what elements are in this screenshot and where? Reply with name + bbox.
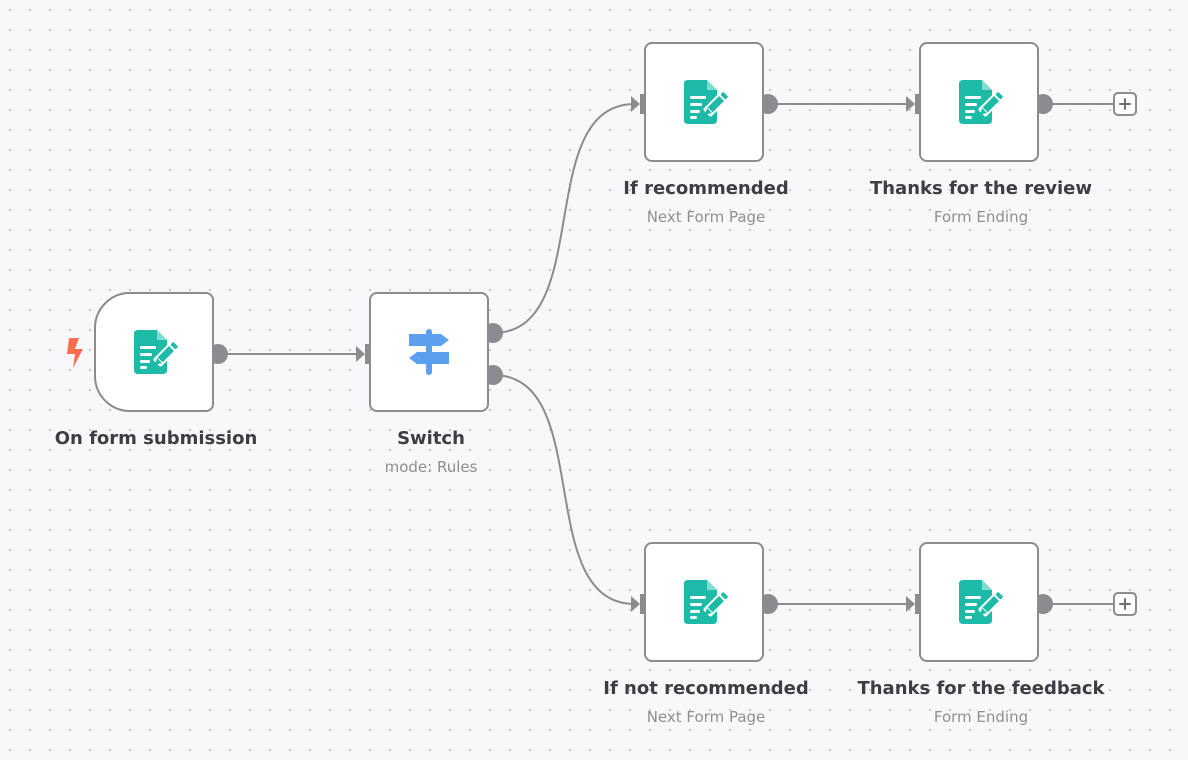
form-icon <box>955 78 1003 126</box>
node-title: If recommended <box>623 178 789 199</box>
trigger-bolt-icon <box>67 338 83 368</box>
node-switch[interactable] <box>369 292 489 412</box>
add-node-after-review-button[interactable] <box>1113 92 1137 116</box>
form-icon <box>130 328 178 376</box>
node-title: Thanks for the feedback <box>857 678 1105 699</box>
connections <box>218 103 1113 605</box>
node-if-recommended[interactable] <box>644 42 764 162</box>
connection-switch-output-0[interactable] <box>492 103 636 334</box>
node-title: On form submission <box>54 428 258 449</box>
node-title: If not recommended <box>603 678 809 699</box>
node-thanks-for-the-review[interactable] <box>919 42 1039 162</box>
form-icon <box>680 78 728 126</box>
connection-switch-output-1[interactable] <box>492 374 636 605</box>
node-title: Switch <box>397 428 465 449</box>
node-subtitle: Next Form Page <box>646 208 766 226</box>
add-node-after-feedback-button[interactable] <box>1113 592 1137 616</box>
node-if-not-recommended[interactable] <box>644 542 764 662</box>
node-subtitle: Form Ending <box>933 708 1029 726</box>
node-title: Thanks for the review <box>869 178 1093 199</box>
node-subtitle: mode: Rules <box>384 458 478 476</box>
node-subtitle: Next Form Page <box>646 708 766 726</box>
form-icon <box>955 578 1003 626</box>
node-thanks-for-the-feedback[interactable] <box>919 542 1039 662</box>
form-icon <box>680 578 728 626</box>
node-subtitle: Form Ending <box>933 208 1029 226</box>
node-on-form-submission[interactable] <box>94 292 214 412</box>
signpost-icon <box>405 328 453 376</box>
